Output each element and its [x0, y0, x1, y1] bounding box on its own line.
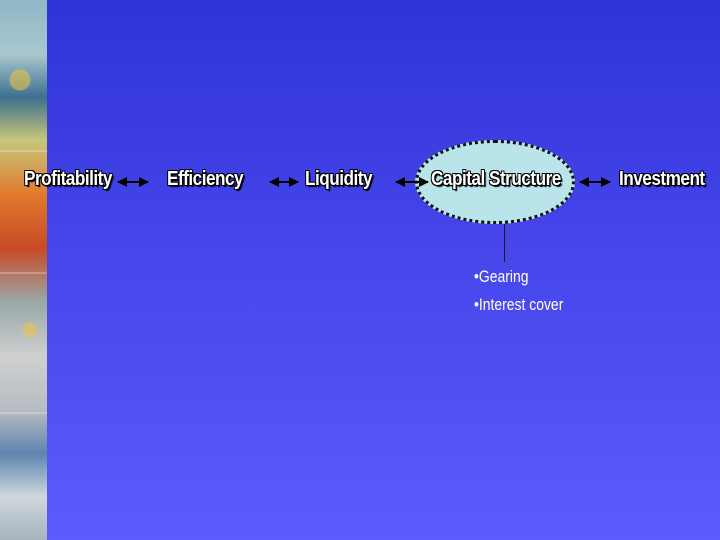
strip-divider — [0, 272, 47, 274]
decorative-photo-strip — [0, 0, 47, 540]
node-efficiency: Efficiency — [167, 168, 244, 190]
list-item-gearing: •Gearing — [474, 267, 529, 286]
node-profitability: Profitability — [24, 168, 112, 190]
node-liquidity: Liquidity — [305, 168, 373, 190]
connector-line — [504, 224, 505, 262]
list-item-interest-cover: •Interest cover — [474, 295, 564, 314]
strip-divider — [0, 412, 47, 414]
node-investment: Investment — [619, 168, 705, 190]
strip-divider — [0, 150, 47, 152]
node-capital-structure: Capital Structure — [431, 168, 561, 190]
capital-structure-list: •Gearing •Interest cover — [474, 263, 563, 319]
